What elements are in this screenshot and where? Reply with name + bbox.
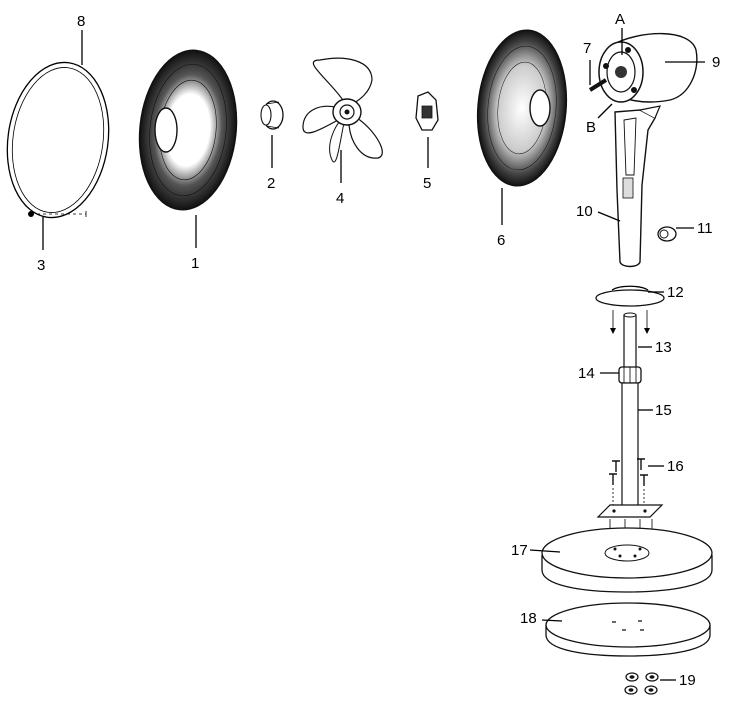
part-inner-tube [624,313,636,370]
part-outer-tube [622,383,638,513]
label-1: 1 [191,255,199,272]
label-6: 6 [497,232,505,249]
part-motor-housing [599,34,697,102]
label-16: 16 [667,458,684,475]
part-height-lock-nut [619,367,641,383]
part-fan-blade [303,58,382,162]
part-motor-nut [261,101,283,129]
part-pole-cover [596,286,664,306]
label-9: 9 [712,54,720,71]
part-oscillation-knob [658,227,676,241]
label-12: 12 [667,284,684,301]
part-clamp-ring [0,56,118,224]
label-B: B [586,119,596,136]
label-14: 14 [578,365,595,382]
label-7: 7 [583,40,591,57]
part-base-nuts [625,673,658,694]
label-13: 13 [655,339,672,356]
label-8: 8 [77,13,85,30]
label-17: 17 [511,542,528,559]
label-2: 2 [267,175,275,192]
label-4: 4 [336,190,344,207]
label-5: 5 [423,175,431,192]
label-18: 18 [520,610,537,627]
part-control-column [615,106,660,267]
part-base-bottom [546,603,710,656]
part-blade-cap [416,92,438,130]
label-11: 11 [697,220,713,237]
label-10: 10 [576,203,593,220]
part-rear-grill [132,45,244,214]
label-A: A [615,11,625,28]
label-3: 3 [37,257,45,274]
part-base-top [542,528,712,592]
label-19: 19 [679,672,696,689]
label-15: 15 [655,402,672,419]
part-front-grill [471,26,572,189]
